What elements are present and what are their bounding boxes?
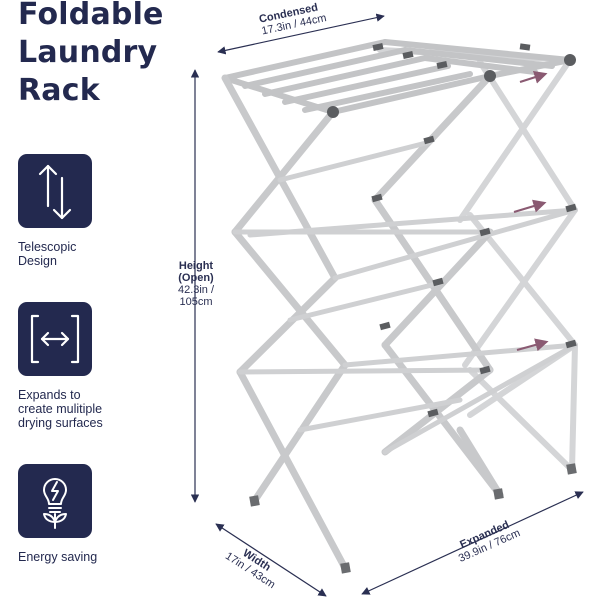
- expansion-arrow-icon: [513, 199, 547, 214]
- dimension-lines: [190, 13, 584, 597]
- expansion-arrow-icon: [519, 70, 548, 84]
- expanded-dimension-line: [361, 491, 584, 595]
- rack-joints: [327, 43, 577, 418]
- feature-label-energy: Energy saving: [18, 550, 98, 564]
- rack-front-frame: [221, 72, 504, 572]
- title-line-1: Foldable: [18, 0, 164, 32]
- feature-label-telescopic: Telescopic Design: [18, 240, 77, 268]
- expansion-arrows: [513, 70, 549, 352]
- rack-cross-bars: [232, 139, 578, 455]
- lightbulb-leaf-icon: [18, 464, 92, 538]
- height-dimension-label: Height (Open) 42.3in / 105cm: [177, 260, 215, 308]
- title-line-2: Laundry: [18, 35, 158, 70]
- page-title: Foldable Laundry Rack: [18, 0, 218, 110]
- expand-bracket-arrows-icon: [18, 302, 92, 376]
- rack-top-rails: [222, 39, 573, 115]
- feature-label-expands: Expands to create mulitiple drying surfa…: [18, 388, 103, 430]
- width-dimension-line: [215, 523, 327, 597]
- expansion-arrow-icon: [516, 338, 549, 352]
- condensed-dimension-line: [217, 13, 385, 55]
- title-line-3: Rack: [18, 73, 100, 108]
- telescopic-arrows-icon: [18, 154, 92, 228]
- rack-feet: [249, 463, 577, 574]
